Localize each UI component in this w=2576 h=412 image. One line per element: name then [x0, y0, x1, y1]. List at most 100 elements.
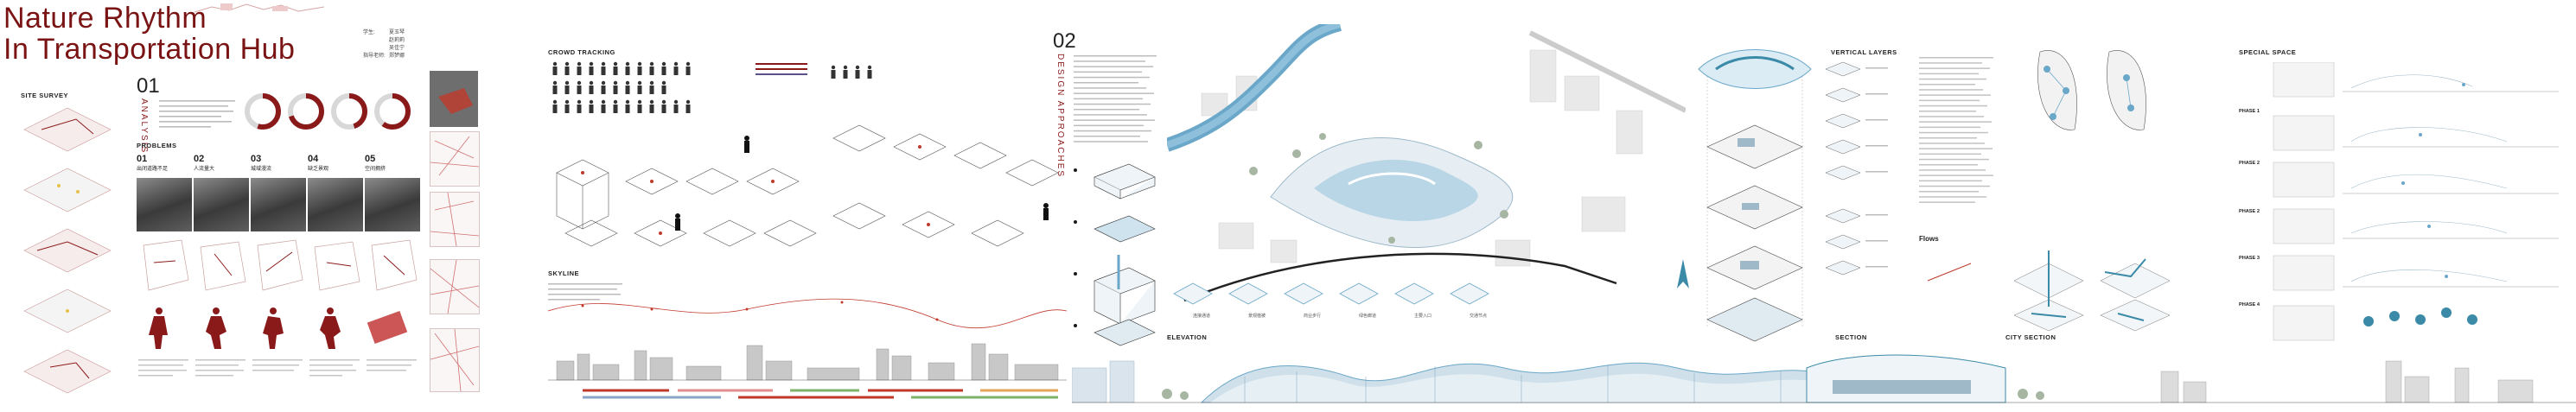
credit-row: 学生:夏玉琴: [363, 30, 405, 35]
text-line: [1919, 121, 1992, 123]
crowd-figures-row: [137, 301, 422, 352]
problem-captions: [137, 356, 422, 403]
person-icon-body: [855, 70, 860, 79]
phase-label-1: PHASE 1: [2239, 109, 2260, 114]
problem-photo-3: [251, 178, 306, 231]
person-icon: [589, 99, 594, 105]
person-icon-body: [673, 67, 679, 75]
person-icon: [661, 61, 666, 67]
person-icon-body: [613, 67, 618, 75]
person-icon: [613, 99, 618, 105]
text-line: [1919, 153, 1981, 155]
text-line: [1919, 201, 1975, 203]
problem-photo-1: [137, 178, 192, 231]
layers-text-column: [1919, 55, 1997, 211]
person-icon-body: [613, 105, 618, 113]
person-icon-body: [625, 67, 630, 75]
site-map-1: [430, 131, 480, 187]
problem-photo-2: [194, 178, 249, 231]
phase-label-3: PHASE 2: [2239, 209, 2260, 214]
phase-label-2: PHASE 2: [2239, 161, 2260, 166]
text-line: [1919, 143, 1985, 144]
text-line: [1919, 131, 1988, 134]
credit-row: 指导老师:郑梦娜: [363, 54, 405, 59]
person-icon: [649, 80, 654, 86]
north-arrow-icon: [1677, 259, 1689, 290]
elevation-section-strip: [1071, 342, 2576, 409]
site-map-4: [430, 328, 480, 392]
text-line: [1074, 141, 1148, 143]
person-icon-body: [577, 86, 582, 94]
donut-arc: [331, 93, 367, 130]
approach-thumbnails: 连接通道 景观植被 商业步行 绿色廊道 主要入口 交通节点: [1167, 276, 1513, 328]
text-line: [1919, 174, 1993, 176]
person-icon: [649, 99, 654, 105]
text-line: [1074, 71, 1142, 73]
person-icon: [552, 61, 558, 67]
text-line: [1074, 114, 1147, 116]
person-icon-body: [637, 86, 642, 94]
person-icon: [601, 61, 606, 67]
person-icon-body: [564, 67, 570, 75]
text-line: [1074, 109, 1139, 111]
person-icon: [685, 99, 691, 105]
phase-label-5: PHASE 4: [2239, 302, 2260, 307]
section-label-design-approaches: DESIGN APPROACHES: [1055, 54, 1065, 179]
person-icon: [577, 61, 582, 67]
person-icon-body: [831, 70, 836, 79]
crowd-icon-grid: [548, 59, 1067, 119]
text-line: [1074, 87, 1146, 89]
heading-vertical-layers: VERTICAL LAYERS: [1831, 48, 1897, 56]
problem-photo-4: [308, 178, 363, 231]
person-icon-body: [649, 67, 654, 75]
special-space-sections: [2248, 61, 2567, 347]
text-line: [1074, 119, 1155, 121]
person-icon: [564, 80, 570, 86]
text-line: [1919, 111, 1976, 112]
person-icon-body: [601, 86, 606, 94]
approach-label: 商业步行: [1304, 314, 1322, 319]
person-icon: [589, 61, 594, 67]
credit-row: 吴佳宁: [389, 46, 405, 51]
person-icon: [625, 80, 630, 86]
skyline-diagram: [547, 294, 1068, 406]
person-icon-body: [673, 105, 679, 113]
person-icon: [577, 80, 582, 86]
credit-row: 赵莉莉: [389, 38, 405, 43]
text-line: [1074, 66, 1153, 67]
heading-skyline: SKYLINE: [548, 269, 580, 277]
skyline-text: [548, 282, 626, 307]
section-number-02: 02: [1053, 29, 1076, 53]
text-line: [1919, 67, 1990, 69]
person-icon: [661, 99, 666, 105]
person-icon: [843, 65, 848, 70]
site-survey-diagrams: [16, 104, 119, 402]
site-map-3: [430, 259, 480, 314]
person-icon: [613, 61, 618, 67]
person-icon: [577, 99, 582, 105]
exploded-axonometric: [1690, 35, 1820, 345]
person-icon-body: [843, 70, 848, 79]
person-icon: [589, 80, 594, 86]
board-title-line2: In Transportation Hub: [3, 33, 296, 66]
person-icon: [855, 65, 860, 70]
donut-arc: [245, 93, 281, 130]
person-icon: [867, 65, 872, 70]
text-line: [1074, 92, 1154, 94]
person-icon-body: [625, 86, 630, 94]
board-title-line1: Nature Rhythm: [3, 2, 207, 35]
node-diagrams: [2023, 43, 2161, 138]
vertical-layers-icons: [1822, 60, 1891, 294]
text-line: [1919, 191, 1979, 193]
section-number-01: 01: [137, 74, 160, 98]
layer-stack-diagrams: [1068, 151, 1164, 350]
text-line: [1919, 89, 1983, 91]
person-icon-body: [552, 105, 558, 113]
approach-label: 交通节点: [1470, 314, 1488, 319]
text-line: [1919, 169, 1986, 171]
